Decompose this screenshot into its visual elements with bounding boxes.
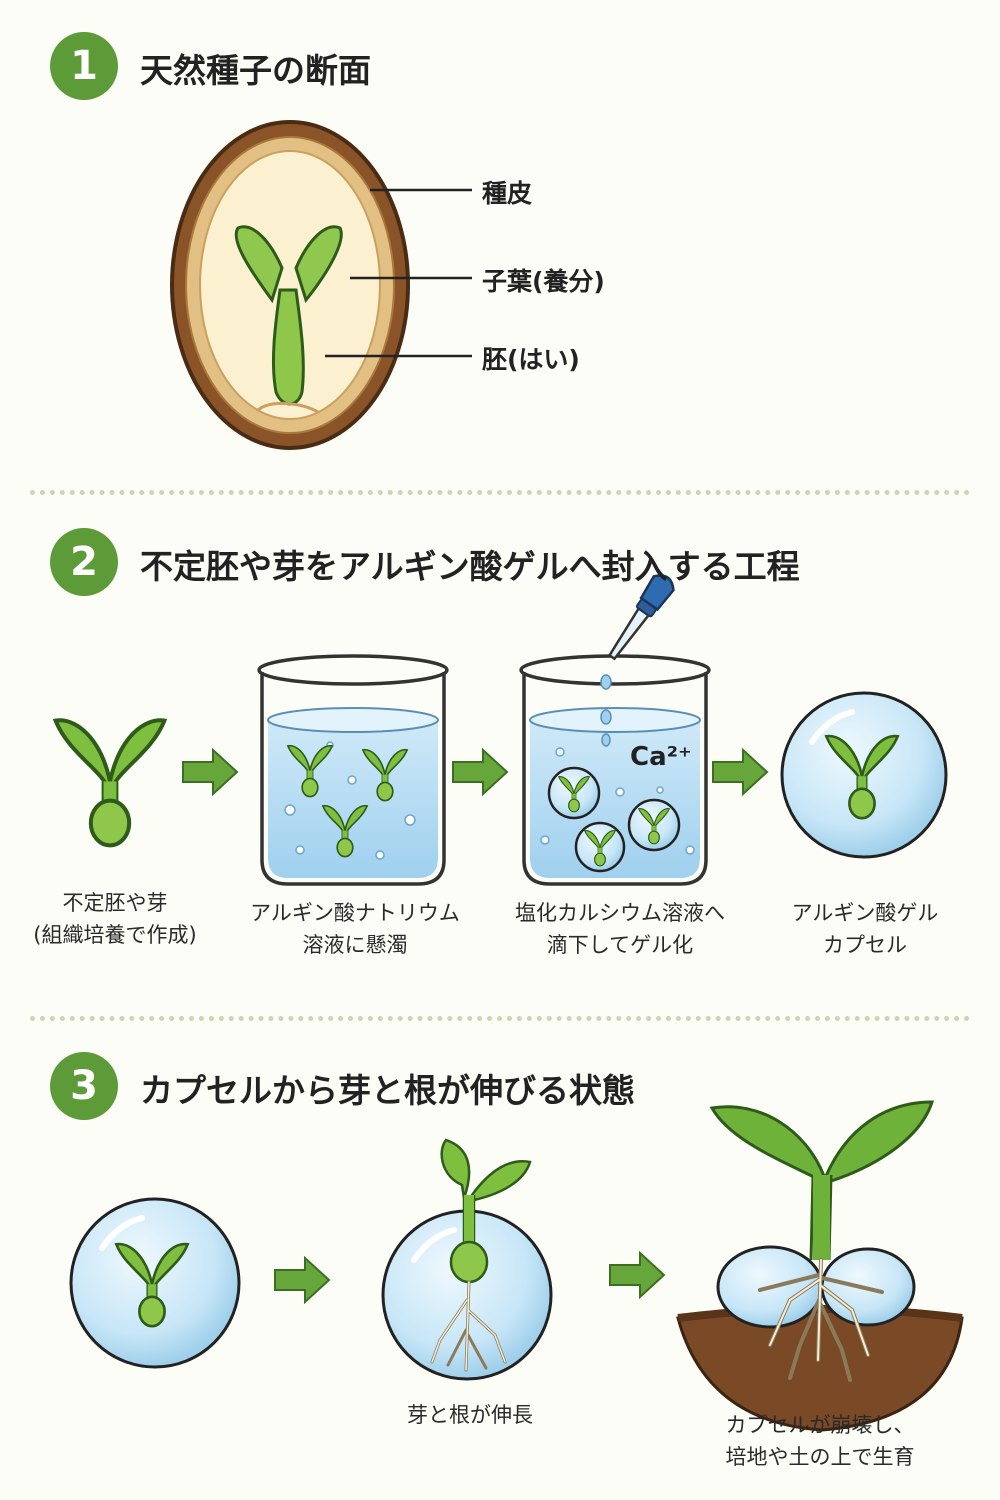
leader-lines xyxy=(325,188,472,358)
caption-line: アルギン酸ゲル xyxy=(791,901,939,925)
section-divider xyxy=(30,490,970,495)
capsule-sprouting xyxy=(381,1138,553,1381)
section-1-title: 天然種子の断面 xyxy=(140,51,371,90)
arrow-right-icon xyxy=(712,749,768,795)
arrow-right-icon xyxy=(182,749,238,795)
plant-growing-in-soil xyxy=(676,1100,964,1432)
label-cotyledon: 子葉(養分) xyxy=(482,267,605,296)
caption-line: 塩化カルシウム溶液へ xyxy=(515,901,725,925)
step-caption-calcium-chloride: 塩化カルシウム溶液へ 滴下してゲル化 xyxy=(495,898,745,961)
step-caption-sprouting: 芽と根が伸長 xyxy=(360,1400,580,1432)
caption-line: カプセル xyxy=(823,932,907,957)
calcium-ion-label: Ca²⁺ xyxy=(630,742,692,772)
section-number-3: 3 xyxy=(50,1052,118,1120)
caption-line: カプセルが崩壊し、 xyxy=(725,1413,915,1437)
beaker-calcium-chloride xyxy=(519,654,711,886)
step-caption-sodium-alginate: アルギン酸ナトリウム 溶液に懸濁 xyxy=(230,898,480,961)
gel-capsule xyxy=(780,691,948,859)
section-3-title: カプセルから芽と根が伸びる状態 xyxy=(140,1071,635,1110)
seed-cross-section xyxy=(170,120,410,450)
caption-line: 培地や土の上で生育 xyxy=(725,1444,915,1469)
step-caption-growing: カプセルが崩壊し、 培地や土の上で生育 xyxy=(690,1410,950,1473)
arrow-right-icon xyxy=(274,1257,330,1303)
section-number-2: 2 xyxy=(50,528,118,596)
arrow-right-icon xyxy=(609,1252,665,1298)
section-number-1: 1 xyxy=(50,32,118,100)
capsule-initial xyxy=(69,1197,241,1369)
dropper-icon xyxy=(607,574,675,661)
embryo-sprout-icon xyxy=(56,720,165,845)
label-seed-coat: 種皮 xyxy=(482,179,533,208)
arrow-right-icon xyxy=(452,749,508,795)
caption-line: (組織培養で作成) xyxy=(33,922,197,947)
beaker-sodium-alginate xyxy=(257,654,449,886)
caption-line: 芽と根が伸長 xyxy=(407,1403,533,1427)
step-caption-gel-capsule: アルギン酸ゲル カプセル xyxy=(760,898,970,961)
caption-line: 滴下してゲル化 xyxy=(546,932,694,957)
section-2-title: 不定胚や芽をアルギン酸ゲルへ封入する工程 xyxy=(140,547,800,586)
caption-line: アルギン酸ナトリウム xyxy=(250,901,460,925)
section-divider xyxy=(30,1016,970,1021)
step-caption-embryo: 不定胚や芽 (組織培養で作成) xyxy=(10,888,220,951)
caption-line: 溶液に懸濁 xyxy=(302,932,408,957)
caption-line: 不定胚や芽 xyxy=(62,891,168,915)
label-embryo: 胚(はい) xyxy=(482,345,580,374)
